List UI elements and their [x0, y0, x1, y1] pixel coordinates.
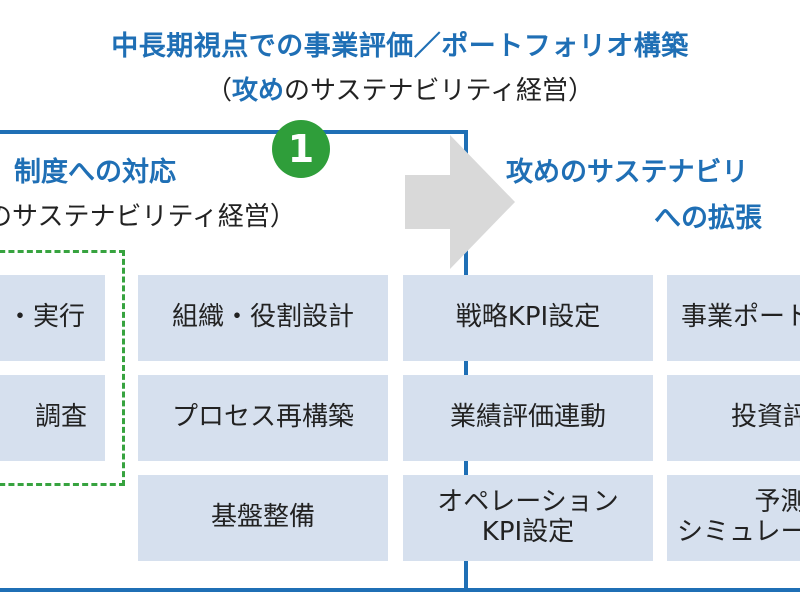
partial-box-execution: ・実行 [0, 275, 105, 361]
bottom-frame-line [0, 588, 800, 592]
subtitle-rest: のサステナビリティ経営） [284, 76, 594, 106]
right-section-title-line1: 攻めのサステナビリ [506, 157, 749, 188]
partial-box-survey: 調査 [0, 375, 105, 461]
box-label: 戦略KPI設定 [455, 302, 601, 333]
left-section-subtitle: のサステナビリティ経営） [0, 202, 296, 232]
box-label: 業績評価連動 [449, 402, 606, 433]
right-arrow-icon [405, 135, 515, 269]
box-label: ・実行 [6, 302, 85, 333]
box-label: 基盤整備 [210, 502, 315, 533]
box-infrastructure: 基盤整備 [138, 475, 388, 561]
box-organization-design: 組織・役割設計 [138, 275, 388, 361]
box-process-rebuild: プロセス再構築 [138, 375, 388, 461]
box-label: プロセス再構築 [171, 402, 354, 433]
partial-box-investment-eval: 投資評 [667, 375, 800, 461]
page-subtitle: （攻めのサステナビリティ経営） [0, 70, 800, 107]
box-operation-kpi: オペレーション KPI設定 [403, 475, 653, 561]
partial-box-business-portfolio: 事業ポート [667, 275, 800, 361]
subtitle-emphasis: 攻め [232, 76, 285, 106]
page-title: 中長期視点での事業評価／ポートフォリオ構築 [111, 31, 689, 62]
box-label: 組織・役割設計 [171, 302, 354, 333]
partial-box-forecast-simulation: 予測 シミュレー [667, 475, 800, 561]
dashed-group [0, 250, 125, 486]
box-label: 事業ポート [681, 302, 800, 333]
box-label: 調査 [34, 402, 87, 433]
step-badge: 1 [272, 120, 330, 178]
subtitle-open: （ [206, 76, 233, 106]
box-label: 投資評 [731, 402, 800, 433]
box-performance-link: 業績評価連動 [403, 375, 653, 461]
box-label: オペレーション KPI設定 [437, 487, 619, 547]
box-label: 予測 シミュレー [677, 487, 800, 547]
left-section-title: 制度への対応 [14, 157, 176, 188]
right-section-title-line2: への拡張 [654, 203, 762, 234]
box-strategic-kpi: 戦略KPI設定 [403, 275, 653, 361]
